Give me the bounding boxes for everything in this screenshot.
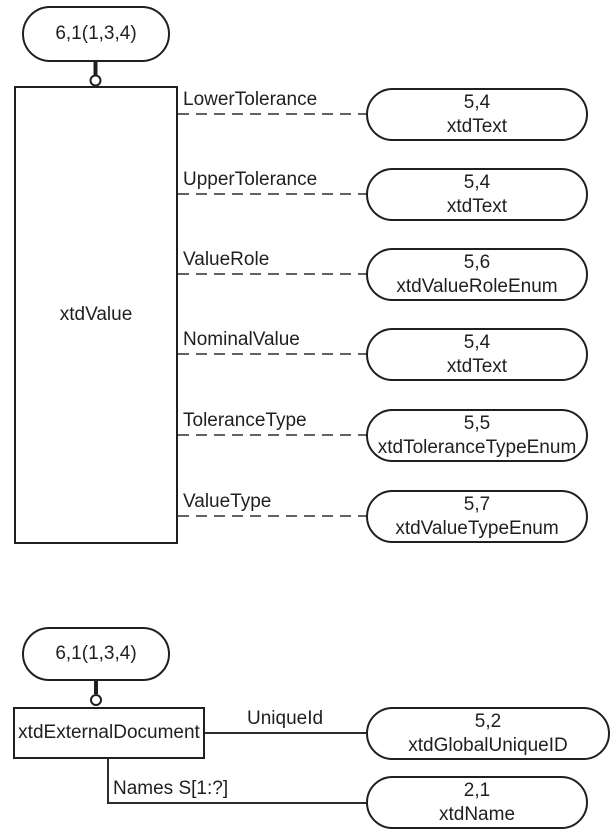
xtdexternaldocument-entity-box: xtdExternalDocument [13,707,205,759]
type-pill-xtdname: 2,1 xtdName [366,776,588,829]
type-name: xtdName [438,803,516,825]
type-ref: 5,7 [463,493,491,515]
type-pill-xtdtext-2: 5,4 xtdText [366,168,588,221]
top-parent-ref-pill: 6,1(1,3,4) [22,6,170,62]
attribute-label-uniqueid: UniqueId [247,708,324,729]
solid-connector-names [107,757,368,804]
type-name: xtdValueRoleEnum [396,275,558,297]
bottom-parent-ref-text: 6,1(1,3,4) [55,643,137,664]
type-ref: 5,4 [463,331,491,353]
type-ref: 5,4 [463,171,491,193]
attribute-label-nominalvalue: NominalValue [183,329,300,350]
type-pill-xtdvaluetypeenum: 5,7 xtdValueTypeEnum [366,490,588,543]
type-name: xtdText [446,195,508,217]
bottom-parent-ref-pill: 6,1(1,3,4) [22,627,170,681]
attribute-label-valuetype: ValueType [183,491,272,512]
type-name: xtdText [446,115,508,137]
top-parent-connector-circle [89,74,102,87]
attribute-label-tolerancetype: ToleranceType [183,410,307,431]
type-pill-xtdtext-3: 5,4 xtdText [366,328,588,381]
attribute-label-lowertolerance: LowerTolerance [183,89,318,110]
type-ref: 5,6 [463,251,491,273]
attribute-label-uppertolerance: UpperTolerance [183,169,318,190]
type-pill-xtdtext-1: 5,4 xtdText [366,88,588,141]
type-pill-xtdvalueroleenum: 5,6 xtdValueRoleEnum [366,248,588,301]
xtdvalue-entity-label: xtdValue [59,304,133,325]
type-ref: 5,5 [463,412,491,434]
attribute-label-valuerole: ValueRole [183,249,270,270]
type-pill-xtdtolerancetypeenum: 5,5 xtdToleranceTypeEnum [366,409,588,462]
attribute-label-names: Names S[1:?] [113,778,229,799]
type-name: xtdValueTypeEnum [395,517,559,539]
type-ref: 5,2 [474,710,502,732]
type-name: xtdToleranceTypeEnum [377,436,577,458]
type-name: xtdText [446,355,508,377]
top-parent-ref-text: 6,1(1,3,4) [55,23,137,44]
type-name: xtdGlobalUniqueID [408,734,568,756]
type-pill-xtdglobaluniqueid: 5,2 xtdGlobalUniqueID [366,707,610,760]
xtdvalue-entity-box: xtdValue [14,86,178,544]
type-ref: 5,4 [463,91,491,113]
bottom-parent-connector-circle [90,694,102,706]
xtdexternaldocument-entity-label: xtdExternalDocument [18,722,200,743]
type-ref: 2,1 [463,779,491,801]
